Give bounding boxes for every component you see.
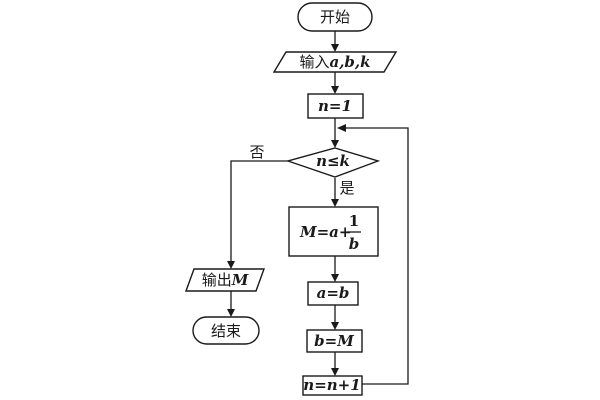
increment-label: n=n+1 <box>303 376 360 394</box>
assign-m-denominator: b <box>349 235 360 253</box>
input-vars: a,b,k <box>329 53 370 71</box>
output-var: M <box>231 271 249 289</box>
assign-a-node: a=b <box>307 281 359 306</box>
assign-m-shape <box>288 206 379 257</box>
condition-node: n≤k <box>285 147 381 178</box>
input-node: 输入a,b,k <box>272 51 398 73</box>
end-terminal: 结束 <box>192 316 260 345</box>
arrowhead-output <box>227 261 235 269</box>
start-terminal-shape <box>297 2 373 32</box>
arrowhead-assign-b <box>331 322 339 330</box>
output-prefix: 输出 <box>202 271 232 289</box>
assign-a-label: a=b <box>317 284 350 302</box>
init-shape <box>307 93 364 119</box>
connector-loop-back <box>342 127 409 385</box>
input-prefix: 输入 <box>299 53 329 71</box>
end-label: 结束 <box>211 322 241 340</box>
assign-m-node: M=a+ 1 b <box>288 206 379 257</box>
start-label: 开始 <box>320 8 350 26</box>
increment-node: n=n+1 <box>302 375 363 396</box>
arrowhead-loop-back <box>337 124 346 132</box>
start-terminal: 开始 <box>297 2 373 32</box>
arrowhead-init <box>331 86 339 94</box>
output-shape <box>185 268 265 292</box>
arrowhead-input <box>331 44 339 52</box>
assign-a-shape <box>307 281 359 306</box>
no-branch-label: 否 <box>249 143 264 161</box>
condition-shape <box>285 147 381 178</box>
arrowhead-condition <box>331 140 339 148</box>
connector-condition-no-branch <box>230 160 288 264</box>
assign-b-shape <box>306 329 363 353</box>
arrowhead-assign-m <box>331 199 339 207</box>
condition-label: n≤k <box>316 152 350 170</box>
arrowhead-increment <box>331 368 339 376</box>
input-label: 输入a,b,k <box>299 53 370 71</box>
arrowhead-end <box>227 309 235 317</box>
arrowhead-assign-a <box>331 274 339 282</box>
increment-shape <box>302 375 363 396</box>
assign-m-numerator: 1 <box>349 212 359 230</box>
connectors <box>230 31 409 385</box>
assign-b-node: b=M <box>306 329 363 353</box>
output-node: 输出M <box>185 268 265 292</box>
yes-branch-label: 是 <box>339 179 354 197</box>
assign-b-label: b=M <box>314 332 354 350</box>
assign-m-lhs: M=a+ <box>299 223 351 241</box>
end-terminal-shape <box>192 316 260 345</box>
output-label: 输出M <box>202 271 249 289</box>
input-shape <box>272 51 398 73</box>
init-node: n=1 <box>307 93 364 119</box>
arrowheads <box>227 44 346 376</box>
init-label: n=1 <box>318 97 352 115</box>
